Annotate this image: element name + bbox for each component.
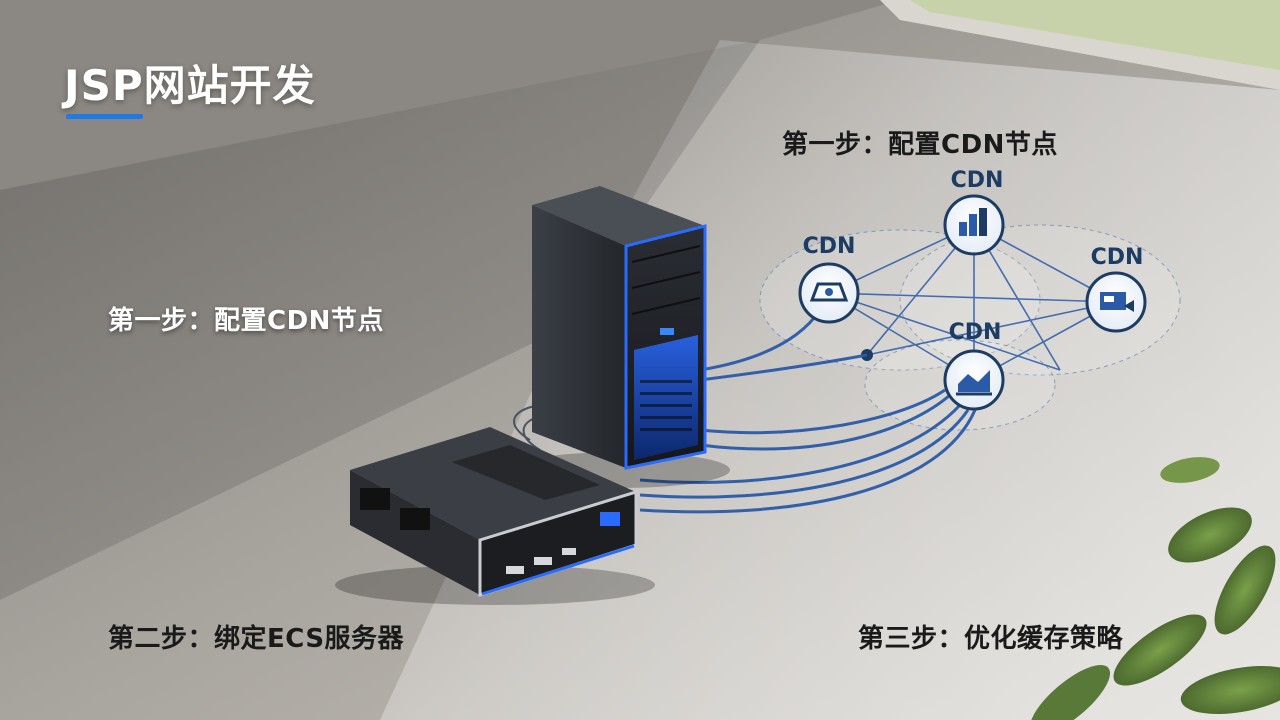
step1-label-left: 第一步：配置CDN节点: [108, 306, 384, 336]
cdn-label-left: CDN: [802, 234, 856, 259]
step3-label: 第三步：优化缓存策略: [858, 624, 1124, 654]
cdn-node-right: [1085, 271, 1147, 333]
step1-label-top: 第一步：配置CDN节点: [782, 130, 1058, 160]
cdn-node-top: [943, 194, 1005, 256]
page-title: JSP网站开发: [64, 61, 316, 110]
plant-decoration: [1029, 457, 1280, 720]
cdn-node-left: [798, 262, 860, 324]
cdn-label-top: CDN: [950, 168, 1004, 193]
step2-label: 第二步：绑定ECS服务器: [108, 624, 405, 654]
cdn-label-bottom: CDN: [948, 320, 1002, 345]
cdn-label-right: CDN: [1090, 245, 1144, 270]
title-underline: [66, 114, 143, 119]
cdn-node-bottom: [943, 349, 1005, 411]
